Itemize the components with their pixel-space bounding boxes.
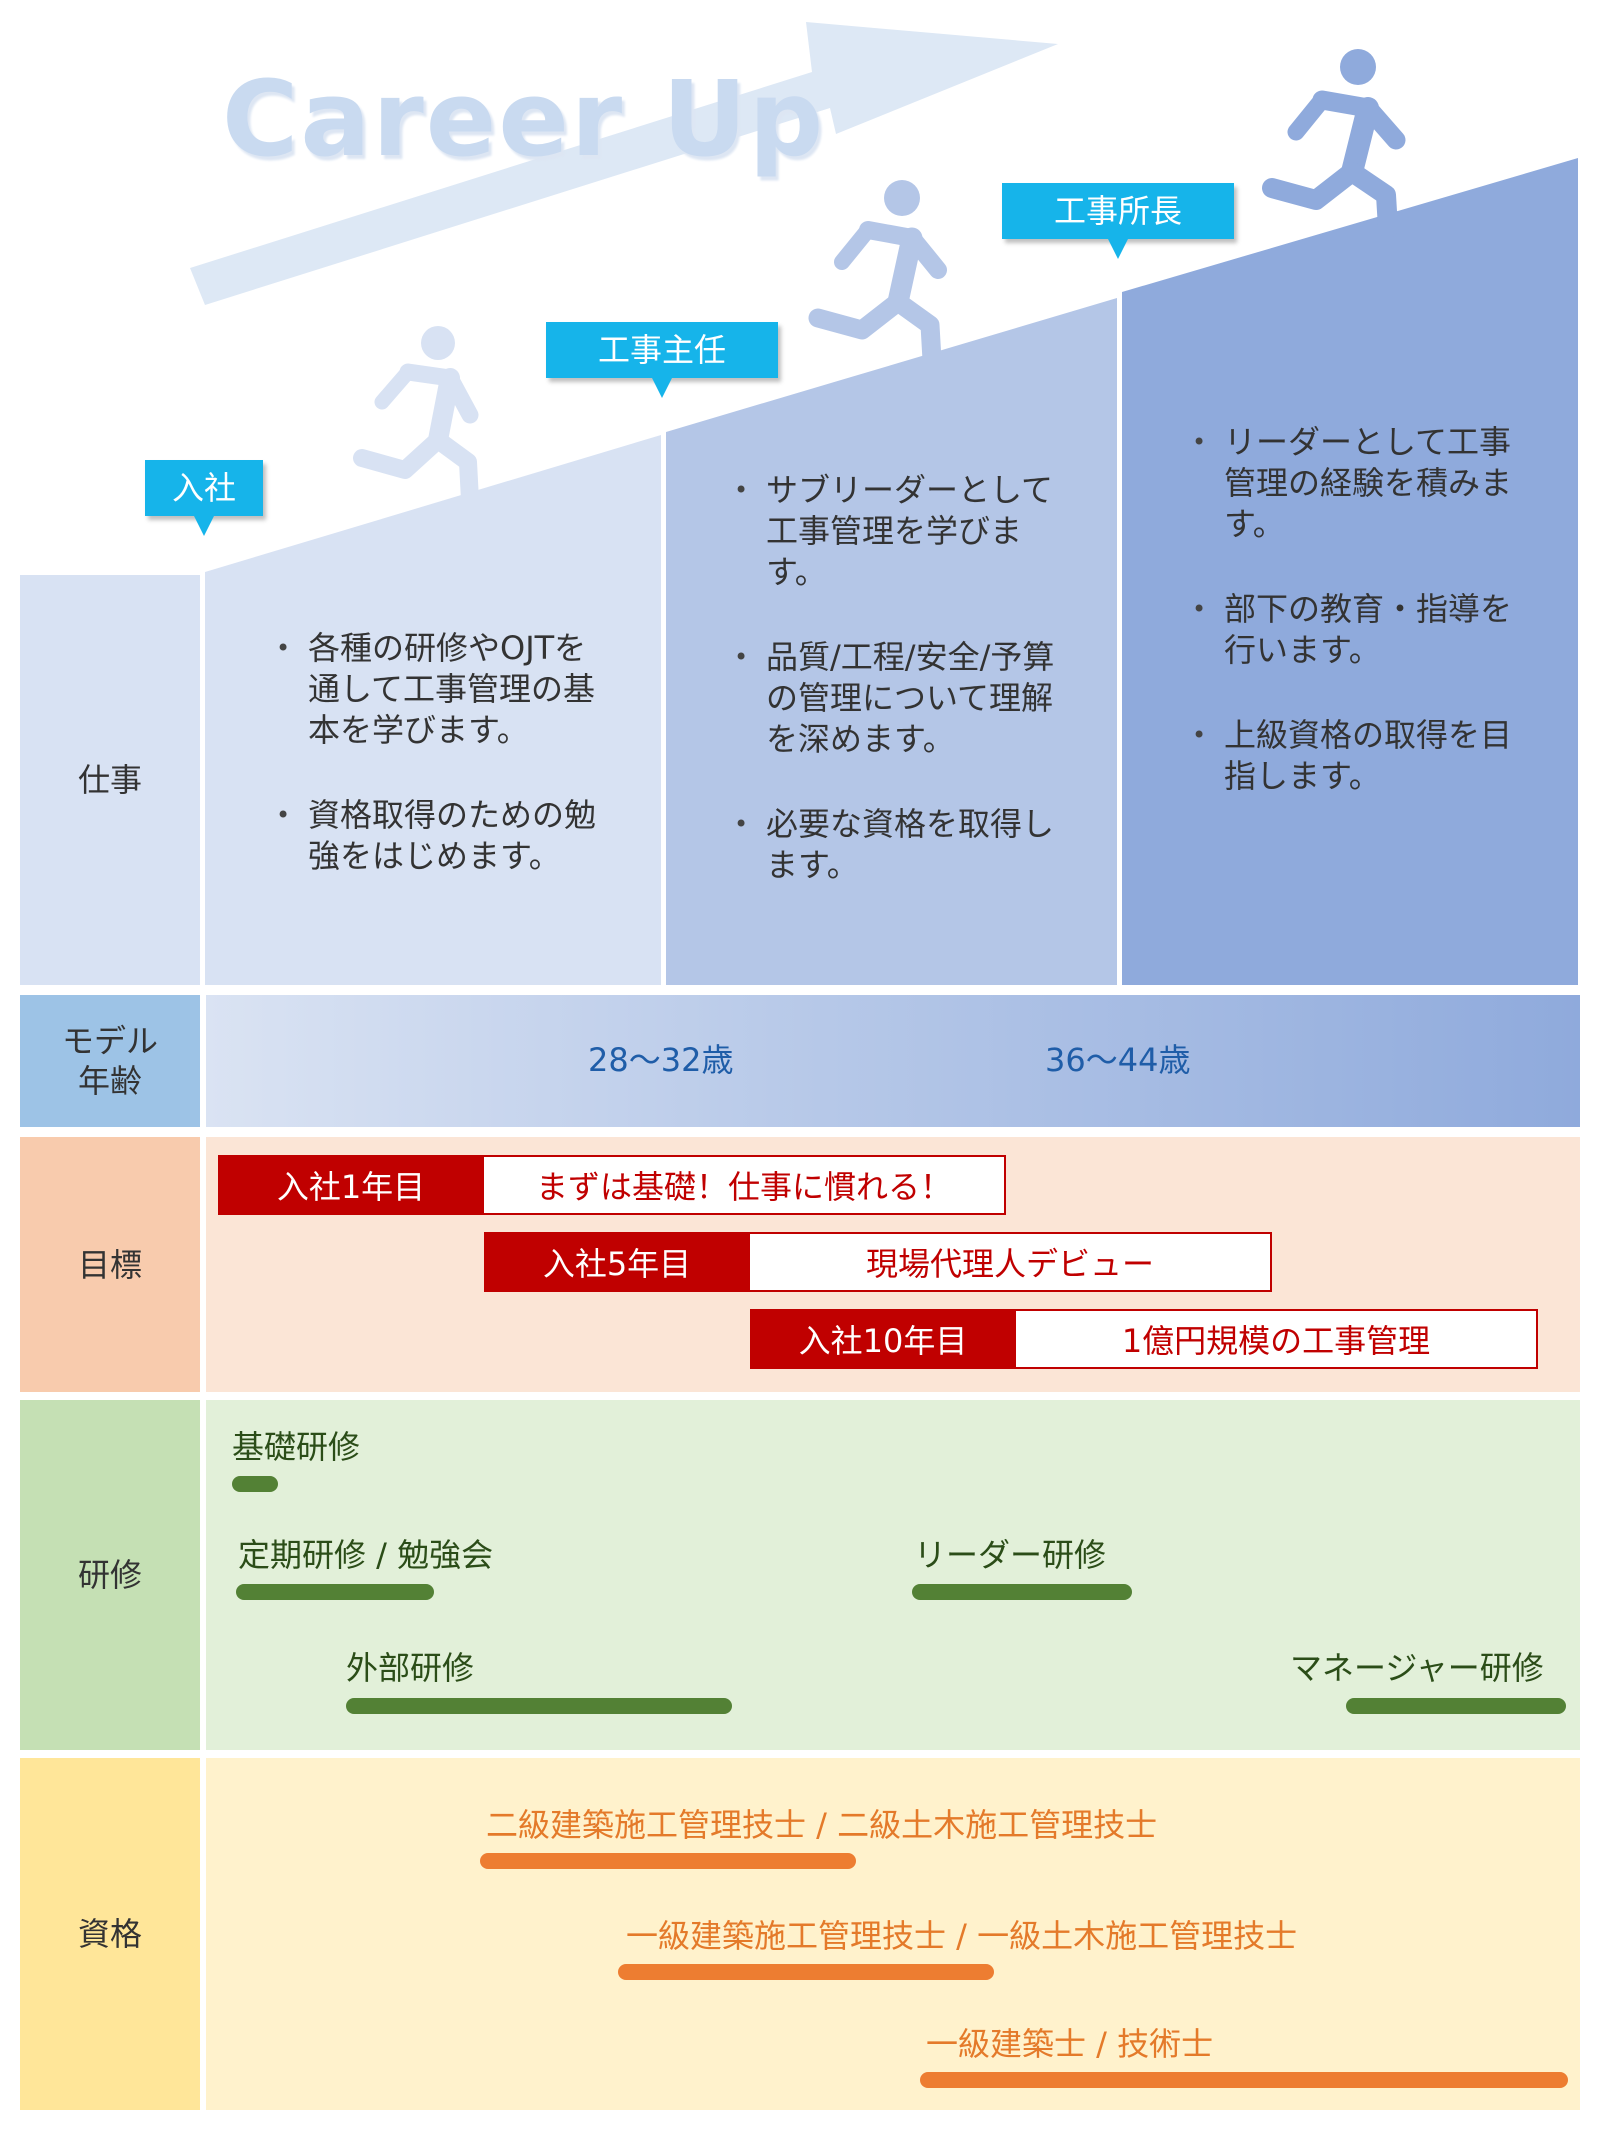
cert-second-bar xyxy=(480,1853,856,1869)
stage-3-bullets: リーダーとして工事管理の経験を積みます。 部下の教育・指導を行います。 上級資格… xyxy=(1192,422,1512,841)
training-basic-label: 基礎研修 xyxy=(232,1428,361,1466)
list-item: 上級資格の取得を目指します。 xyxy=(1192,715,1512,797)
row-label-training: 研修 xyxy=(77,1556,142,1594)
row-label-age-line2: 年齢 xyxy=(77,1062,142,1100)
qualifications-label-cell xyxy=(20,1758,200,2110)
age-manager: 36～44歳 xyxy=(1045,1041,1191,1079)
age-label-cell xyxy=(20,995,200,1127)
cert-first-label: 一級建築施工管理技士 / 一級土木施工管理技士 xyxy=(626,1917,1298,1955)
row-label-age: モデル 年齢 xyxy=(20,995,200,1127)
list-item: 部下の教育・指導を行います。 xyxy=(1192,589,1512,671)
work-label-cell xyxy=(20,575,200,985)
training-regular-bar xyxy=(236,1584,434,1600)
runner-icon xyxy=(1262,49,1406,238)
goal-desc: まずは基礎！仕事に慣れる！ xyxy=(484,1155,1006,1215)
goal-tag: 入社10年目 xyxy=(750,1309,1016,1369)
age-band xyxy=(206,995,1580,1127)
stage-2-bullets: サブリーダーとして工事管理を学びます。 品質/工程/安全/予算の管理について理解… xyxy=(734,470,1064,930)
age-chief: 28～32歳 xyxy=(588,1041,734,1079)
goal-tag: 入社5年目 xyxy=(484,1232,750,1292)
list-item: 各種の研修やOJTを通して工事管理の基本を学びます。 xyxy=(276,628,616,751)
goal-year-5: 入社5年目 現場代理人デビュー xyxy=(484,1232,1272,1292)
training-leader-bar xyxy=(912,1584,1132,1600)
cert-top-label: 一級建築士 / 技術士 xyxy=(926,2025,1214,2063)
training-external-label: 外部研修 xyxy=(346,1649,475,1687)
training-manager-label: マネージャー研修 xyxy=(1290,1649,1544,1687)
list-item: サブリーダーとして工事管理を学びます。 xyxy=(734,470,1064,593)
page-title: Career Up xyxy=(222,58,826,180)
list-item: 必要な資格を取得します。 xyxy=(734,804,1064,886)
training-band xyxy=(206,1400,1580,1750)
cert-first-bar xyxy=(618,1964,994,1980)
training-basic-bar xyxy=(232,1476,278,1492)
training-label-cell xyxy=(20,1400,200,1750)
goal-desc: 1億円規模の工事管理 xyxy=(1016,1309,1538,1369)
goal-year-10: 入社10年目 1億円規模の工事管理 xyxy=(750,1309,1538,1369)
qualifications-band xyxy=(206,1758,1580,2110)
list-item: 資格取得のための勉強をはじめます。 xyxy=(276,795,616,877)
arrow-icon xyxy=(190,22,1058,305)
stage-1-bullets: 各種の研修やOJTを通して工事管理の基本を学びます。 資格取得のための勉強をはじ… xyxy=(276,628,616,921)
cert-second-label: 二級建築施工管理技士 / 二級土木施工管理技士 xyxy=(486,1806,1158,1844)
goal-desc: 現場代理人デビュー xyxy=(750,1232,1272,1292)
runner-icon xyxy=(353,326,479,509)
list-item: 品質/工程/安全/予算の管理について理解を深めます。 xyxy=(734,637,1064,760)
row-label-goals: 目標 xyxy=(77,1245,142,1284)
callout-join: 入社 xyxy=(145,460,263,536)
goal-tag: 入社1年目 xyxy=(218,1155,484,1215)
callout-chief: 工事主任 xyxy=(546,322,778,398)
training-external-bar xyxy=(346,1698,732,1714)
cert-top-bar xyxy=(920,2072,1568,2088)
list-item: リーダーとして工事管理の経験を積みます。 xyxy=(1192,422,1512,545)
row-label-qualifications: 資格 xyxy=(77,1915,142,1953)
goals-label-cell xyxy=(20,1137,200,1392)
training-regular-label: 定期研修 / 勉強会 xyxy=(238,1536,494,1574)
callout-manager: 工事所長 xyxy=(1002,183,1234,259)
row-label-age-line1: モデル xyxy=(61,1022,158,1060)
training-manager-bar xyxy=(1346,1698,1566,1714)
goal-year-1: 入社1年目 まずは基礎！仕事に慣れる！ xyxy=(218,1155,1006,1215)
row-label-work: 仕事 xyxy=(77,761,142,799)
runner-icon xyxy=(808,180,947,370)
training-leader-label: リーダー研修 xyxy=(914,1536,1107,1574)
